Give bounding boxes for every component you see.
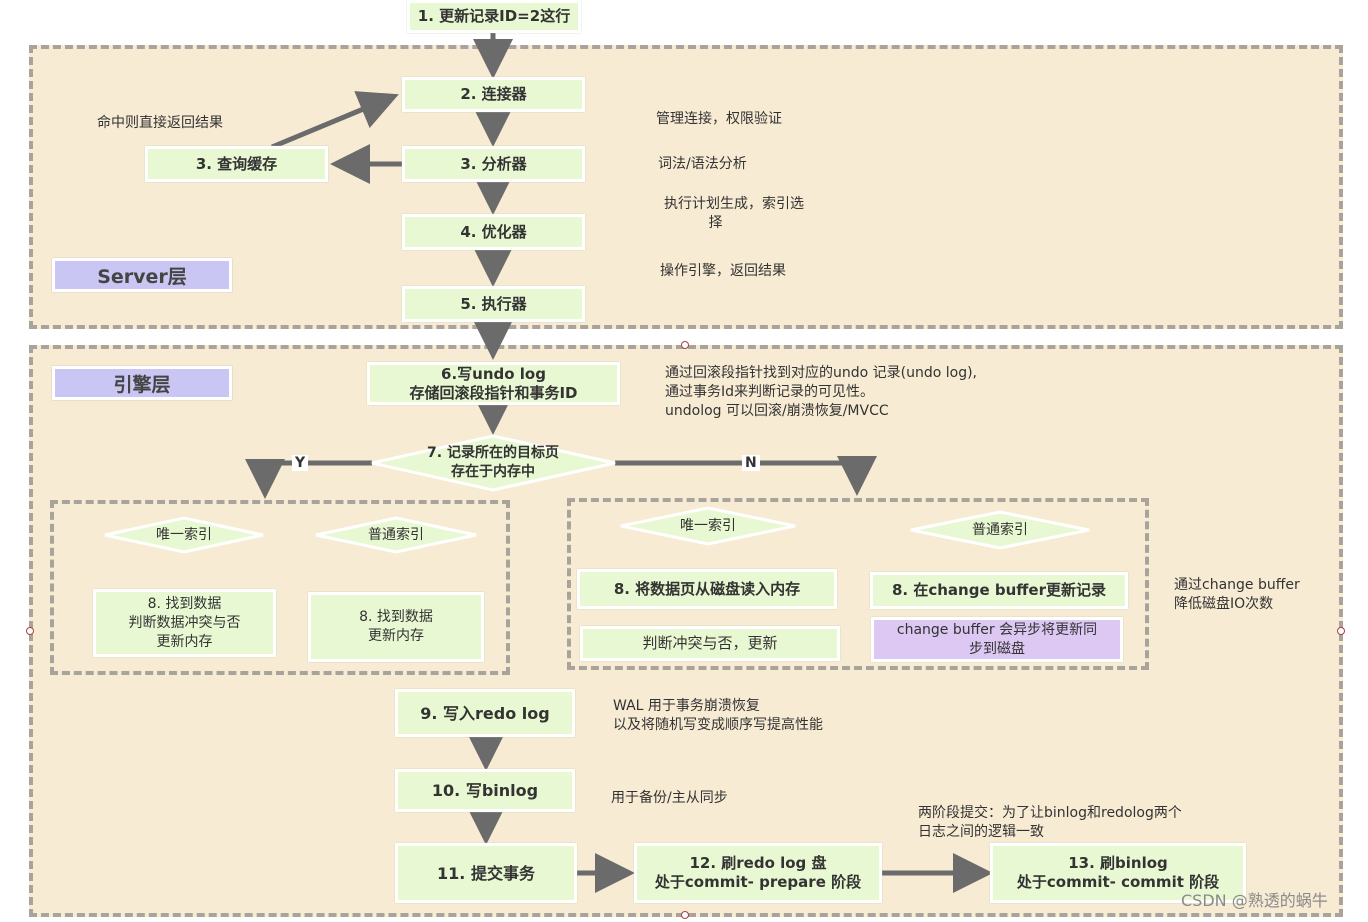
watermark: CSDN @熟透的蜗牛 (1181, 891, 1328, 910)
branch-yes-label: Y (292, 455, 309, 471)
diamond-n-unique (620, 506, 796, 546)
y-normal-index-label: 普通索引 (368, 526, 424, 543)
diamond-y-unique (104, 516, 264, 554)
server-layer (29, 45, 1343, 329)
in-memory-branch-box (50, 500, 510, 675)
step-analyzer: 3. 分析器 (402, 146, 585, 182)
resize-handle-top[interactable] (681, 341, 689, 349)
note-cache-hit: 命中则直接返回结果 (97, 115, 223, 131)
step-write-undo-log: 6.写undo log 存储回滚段指针和事务ID (367, 362, 620, 405)
step-flush-redo-log: 12. 刷redo log 盘 处于commit- prepare 阶段 (634, 843, 882, 903)
decision-diamond-in-memory (371, 434, 616, 492)
arrow-cache-connector (271, 91, 399, 150)
note-connector: 管理连接，权限验证 (656, 111, 782, 127)
decision-in-memory-label: 7. 记录所在的目标页 存在于内存中 (427, 445, 559, 480)
n-normal-index-label: 普通索引 (972, 521, 1028, 538)
note-executor: 操作引擎，返回结果 (660, 263, 786, 279)
branch-no-label: N (742, 455, 760, 471)
step-connector: 2. 连接器 (402, 77, 585, 112)
note-change-buffer: 通过change buffer 降低磁盘IO次数 (1174, 577, 1300, 612)
step-n-read-page-from-disk: 8. 将数据页从磁盘读入内存 (577, 569, 837, 609)
step-optimizer: 4. 优化器 (402, 214, 585, 250)
y-unique-index-label: 唯一索引 (156, 526, 212, 543)
step-write-redo-log: 9. 写入redo log (395, 689, 575, 737)
server-layer-tag: Server层 (52, 258, 232, 292)
note-optimizer: 执行计划生成，索引选 择 (664, 196, 804, 231)
step-commit-transaction: 11. 提交事务 (395, 843, 577, 903)
step-write-binlog: 10. 写binlog (395, 769, 575, 812)
step-n-check-conflict-update: 判断冲突与否，更新 (580, 626, 840, 661)
step-y-unique-find-data: 8. 找到数据 判断数据冲突与否 更新内存 (93, 589, 276, 657)
step-update-record: 1. 更新记录ID=2这行 (407, 0, 581, 33)
note-two-phase-commit: 两阶段提交：为了让binlog和redolog两个 日志之间的逻辑一致 (918, 805, 1182, 840)
arrow-yes-branch (245, 459, 372, 499)
note-undo-log: 通过回滚段指针找到对应的undo 记录(undo log), 通过事务Id来判断… (665, 365, 978, 419)
step-executor: 5. 执行器 (402, 286, 585, 322)
note-analyzer: 词法/语法分析 (658, 156, 747, 172)
n-unique-index-label: 唯一索引 (680, 517, 736, 534)
note-redo-log: WAL 用于事务崩溃恢复 以及将随机写变成顺序写提高性能 (613, 698, 823, 733)
note-binlog: 用于备份/主从同步 (611, 790, 728, 806)
engine-layer-tag: 引擎层 (52, 366, 232, 400)
arrow-no-branch (615, 456, 877, 496)
step-n-async-flush-change-buffer: change buffer 会异步将更新同 步到磁盘 (871, 617, 1123, 662)
diamond-y-normal (315, 516, 477, 554)
step-n-update-change-buffer: 8. 在change buffer更新记录 (870, 572, 1128, 609)
step-flush-binlog: 13. 刷binlog 处于commit- commit 阶段 (990, 843, 1246, 903)
not-in-memory-branch-box (567, 498, 1149, 670)
diamond-n-normal (910, 510, 1090, 550)
step-query-cache: 3. 查询缓存 (145, 146, 328, 182)
resize-handle-bottom[interactable] (681, 911, 689, 919)
step-y-normal-find-data: 8. 找到数据 更新内存 (308, 592, 484, 662)
resize-handle-left[interactable] (26, 627, 34, 635)
resize-handle-right[interactable] (1337, 627, 1345, 635)
